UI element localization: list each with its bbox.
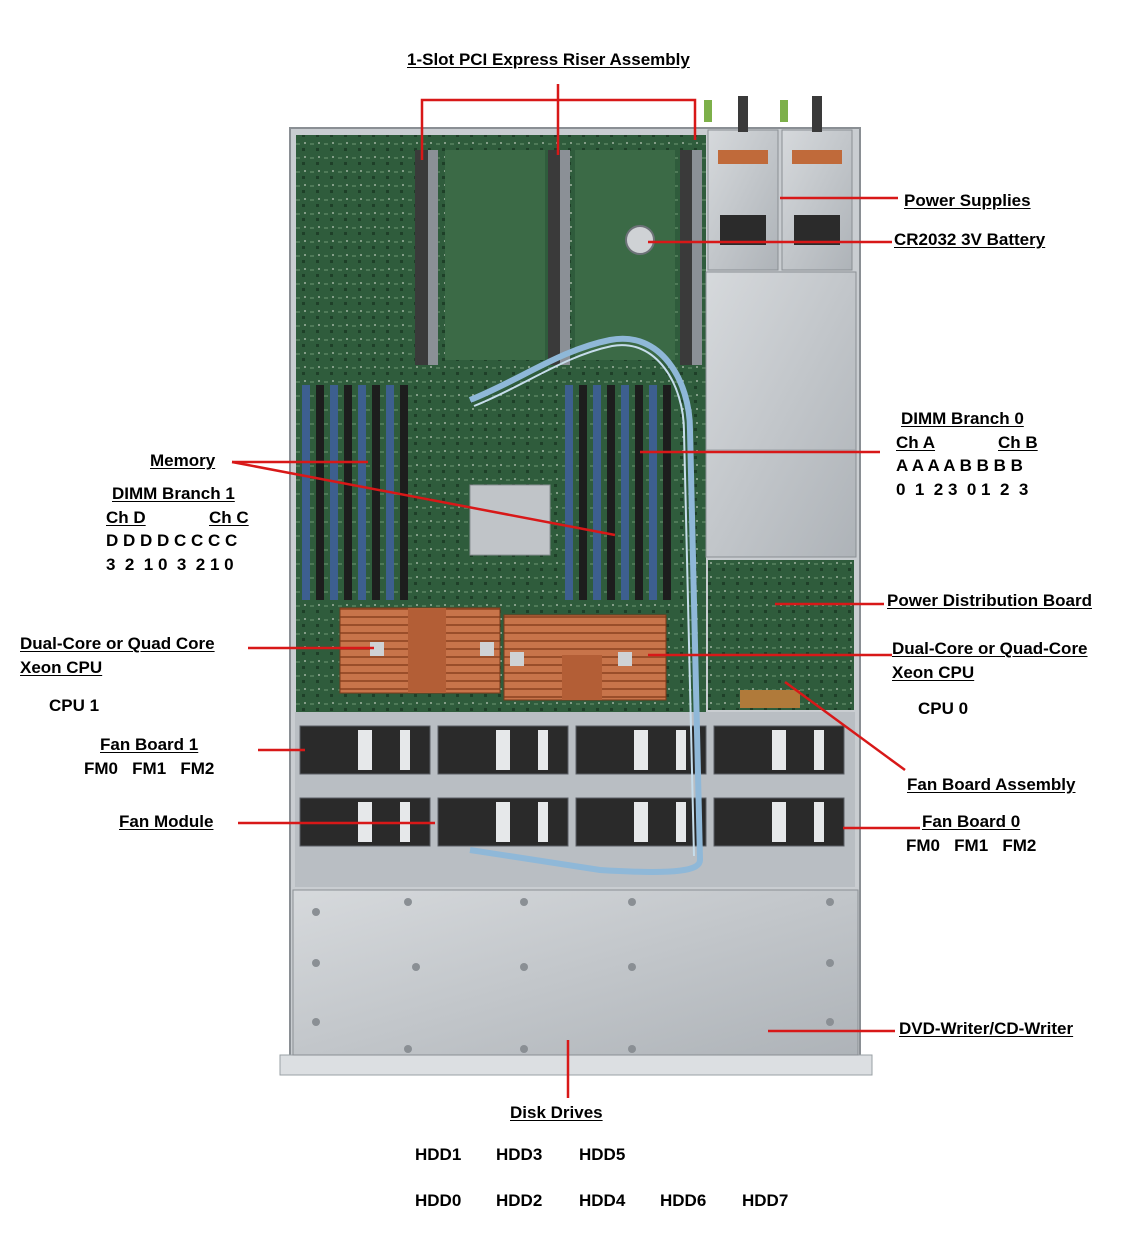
dimm-slot bbox=[358, 385, 366, 600]
hdd2-label: HDD2 bbox=[496, 1191, 543, 1210]
riser-label: 1-Slot PCI Express Riser Assembly bbox=[407, 50, 690, 69]
power-distribution-board bbox=[708, 560, 854, 710]
hdd6-label: HDD6 bbox=[660, 1191, 707, 1210]
power-supply-units bbox=[704, 96, 853, 271]
fan-board1-modules: FM0 FM1 FM2 bbox=[84, 759, 215, 778]
battery-label: CR2032 3V Battery bbox=[894, 230, 1046, 249]
memory-leader-2 bbox=[231, 460, 616, 537]
cpu0-label-line2: Xeon CPU bbox=[892, 663, 975, 682]
dimm-slot bbox=[372, 385, 380, 600]
fan-board0-label: Fan Board 0 bbox=[922, 812, 1021, 831]
ch-a-label: Ch A bbox=[896, 433, 936, 452]
cpu1-id: CPU 1 bbox=[49, 696, 100, 715]
cover-screws bbox=[312, 898, 834, 1053]
ch-b-label: Ch B bbox=[998, 433, 1038, 452]
cpu1-heatsink bbox=[339, 607, 501, 694]
cpu1-label-line2: Xeon CPU bbox=[20, 658, 103, 677]
psu-duct-cover bbox=[705, 271, 857, 558]
fan-board-assembly-leader bbox=[784, 680, 906, 772]
hdd3-label: HDD3 bbox=[496, 1145, 543, 1164]
fan-board0-modules: FM0 FM1 FM2 bbox=[906, 836, 1037, 855]
hdd7-label: HDD7 bbox=[742, 1191, 789, 1210]
cpu1-label-line1: Dual-Core or Quad Core bbox=[20, 634, 215, 653]
cpu0-id: CPU 0 bbox=[918, 699, 969, 718]
fan-modules bbox=[299, 725, 845, 847]
pdb-label: Power Distribution Board bbox=[887, 591, 1092, 610]
dimm-slot bbox=[663, 385, 671, 600]
ch-c-label: Ch C bbox=[209, 508, 249, 527]
dimm-slot bbox=[565, 385, 573, 600]
dimm-branch0-title: DIMM Branch 0 bbox=[901, 409, 1024, 428]
cpu0-heatsink bbox=[503, 614, 667, 701]
cpu0-label-line1: Dual-Core or Quad-Core bbox=[892, 639, 1088, 658]
dimm-slot bbox=[579, 385, 587, 600]
branch0-channel-letters: A A A A B B B B bbox=[896, 456, 1023, 475]
memory-label: Memory bbox=[150, 451, 216, 470]
hdd5-label: HDD5 bbox=[579, 1145, 626, 1164]
dimm-slot bbox=[649, 385, 657, 600]
dimm-slot bbox=[344, 385, 352, 600]
dimm-slot bbox=[302, 385, 310, 600]
battery-coin bbox=[625, 225, 655, 255]
dimm-slot bbox=[621, 385, 629, 600]
dimm-bank-branch-0 bbox=[565, 385, 671, 600]
branch1-slot-numbers: 3 2 1 0 3 2 1 0 bbox=[106, 555, 234, 574]
dimm-slot bbox=[400, 385, 408, 600]
hdd0-label: HDD0 bbox=[415, 1191, 462, 1210]
dvd-label: DVD-Writer/CD-Writer bbox=[899, 1019, 1074, 1038]
power-supplies-label: Power Supplies bbox=[904, 191, 1031, 210]
disk-drives-label: Disk Drives bbox=[510, 1103, 603, 1122]
sata-cable bbox=[468, 335, 704, 875]
fan-module-label: Fan Module bbox=[119, 812, 214, 831]
hdd1-label: HDD1 bbox=[415, 1145, 462, 1164]
dimm-slot bbox=[607, 385, 615, 600]
dimm-slot bbox=[635, 385, 643, 600]
ch-d-label: Ch D bbox=[106, 508, 146, 527]
branch0-slot-numbers: 0 1 2 3 0 1 2 3 bbox=[896, 480, 1029, 499]
fan-board1-label: Fan Board 1 bbox=[100, 735, 199, 754]
disk-drive-cover bbox=[292, 889, 859, 1056]
dimm-slot bbox=[316, 385, 324, 600]
riser-leader bbox=[420, 84, 697, 160]
dimm-slot bbox=[330, 385, 338, 600]
dimm-slot bbox=[593, 385, 601, 600]
branch1-channel-letters: D D D D C C C C bbox=[106, 531, 238, 550]
dimm-branch1-title: DIMM Branch 1 bbox=[112, 484, 235, 503]
fan-board-assembly-label: Fan Board Assembly bbox=[907, 775, 1076, 794]
hdd4-label: HDD4 bbox=[579, 1191, 626, 1210]
pci-riser-slots bbox=[415, 150, 702, 365]
